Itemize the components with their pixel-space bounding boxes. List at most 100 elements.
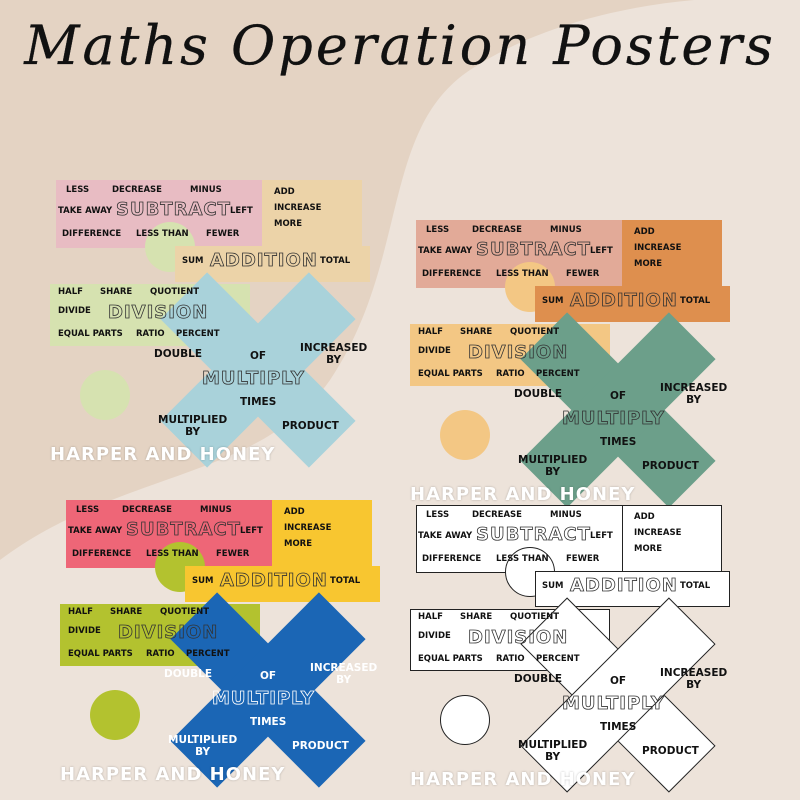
subtract-word: TAKE AWAY — [58, 206, 113, 216]
addition-card — [262, 180, 362, 250]
division-word: RATIO — [146, 649, 175, 659]
addition-card — [622, 505, 722, 575]
division-word: RATIO — [496, 369, 525, 379]
multiply-word: PRODUCT — [642, 745, 699, 757]
addition-word: INCREASE — [634, 243, 682, 253]
addition-card — [272, 500, 372, 570]
division-word: DIVIDE — [418, 631, 451, 641]
addition-word: MORE — [634, 259, 663, 269]
subtract-word: LESS THAN — [496, 269, 549, 279]
addition-word: ADD — [634, 227, 655, 237]
subtract-word: LESS — [66, 185, 90, 195]
subtract-word: LESS THAN — [146, 549, 199, 559]
addition-word: ADD — [634, 512, 655, 522]
subtract-title: SUBTRACT — [476, 239, 591, 261]
subtract-title: SUBTRACT — [116, 199, 231, 221]
addition-word: ADD — [274, 187, 295, 197]
multiply-word: DOUBLE — [514, 388, 563, 400]
poster-set-pastel: SUBTRACT LESS DECREASE MINUS TAKE AWAY LEFT FE… — [50, 180, 370, 470]
subtract-title: SUBTRACT — [476, 524, 591, 546]
division-word: DIVIDE — [418, 346, 451, 356]
circle-dot — [90, 690, 140, 740]
division-word: HALF — [418, 612, 443, 622]
multiply-word: TIMES — [240, 396, 277, 408]
division-word: SHARE — [110, 607, 143, 617]
division-title: DIVISION — [118, 622, 219, 644]
circle-dot — [440, 695, 490, 745]
addition-word: ADD — [284, 507, 305, 517]
multiply-word: PRODUCT — [292, 740, 349, 752]
multiply-word: PRODUCT — [282, 420, 339, 432]
division-word: EQUAL PARTS — [418, 654, 483, 664]
division-word: PERCENT — [536, 369, 580, 379]
division-word: DIVIDE — [58, 306, 91, 316]
division-word: PERCENT — [186, 649, 230, 659]
subtract-word: MINUS — [190, 185, 222, 195]
addition-word: TOTAL — [680, 296, 711, 306]
circle-dot — [440, 410, 490, 460]
subtract-word: LESS — [426, 225, 450, 235]
subtract-word: DIFFERENCE — [62, 229, 122, 239]
addition-word: MORE — [274, 219, 303, 229]
addition-card — [622, 220, 722, 290]
addition-title: ADDITION — [570, 575, 678, 597]
subtract-word: LESS THAN — [496, 554, 549, 564]
subtract-title: SUBTRACT — [126, 519, 241, 541]
circle-dot — [80, 370, 130, 420]
subtract-word: LESS — [76, 505, 100, 515]
subtract-word: LEFT — [590, 531, 613, 541]
subtract-word: FEWER — [206, 229, 240, 239]
division-word: RATIO — [496, 654, 525, 664]
addition-word: SUM — [182, 256, 204, 266]
subtract-word: DECREASE — [472, 510, 522, 520]
multiply-title: MULTIPLY — [202, 368, 305, 390]
division-word: QUOTIENT — [150, 287, 200, 297]
multiply-word: OF — [610, 675, 627, 687]
subtract-word: LEFT — [240, 526, 263, 536]
division-word: PERCENT — [536, 654, 580, 664]
subtract-word: FEWER — [566, 554, 600, 564]
watermark: HARPER AND HONEY — [50, 444, 276, 465]
subtract-word: FEWER — [216, 549, 250, 559]
division-word: PERCENT — [176, 329, 220, 339]
multiply-word: TIMES — [600, 721, 637, 733]
addition-title: ADDITION — [210, 250, 318, 272]
division-word: QUOTIENT — [510, 327, 560, 337]
division-word: EQUAL PARTS — [58, 329, 123, 339]
subtract-word: TAKE AWAY — [418, 246, 473, 256]
multiply-word: OF — [610, 390, 627, 402]
multiply-word: DOUBLE — [514, 673, 563, 685]
division-word: EQUAL PARTS — [418, 369, 483, 379]
addition-word: MORE — [634, 544, 663, 554]
subtract-word: LEFT — [230, 206, 253, 216]
subtract-word: LEFT — [590, 246, 613, 256]
watermark: HARPER AND HONEY — [410, 769, 636, 790]
subtract-word: MINUS — [550, 510, 582, 520]
division-word: HALF — [68, 607, 93, 617]
subtract-word: TAKE AWAY — [68, 526, 123, 536]
addition-title: ADDITION — [220, 570, 328, 592]
multiply-title: MULTIPLY — [212, 688, 315, 710]
division-title: DIVISION — [108, 302, 209, 324]
addition-word: SUM — [542, 581, 564, 591]
division-word: QUOTIENT — [160, 607, 210, 617]
subtract-word: DIFFERENCE — [422, 554, 482, 564]
subtract-word: DECREASE — [112, 185, 162, 195]
multiply-title: MULTIPLY — [562, 693, 665, 715]
addition-word: SUM — [542, 296, 564, 306]
addition-title: ADDITION — [570, 290, 678, 312]
watermark: HARPER AND HONEY — [60, 764, 286, 785]
division-title: DIVISION — [468, 627, 569, 649]
multiply-word: TIMES — [600, 436, 637, 448]
multiply-word: TIMES — [250, 716, 287, 728]
subtract-word: DIFFERENCE — [422, 269, 482, 279]
